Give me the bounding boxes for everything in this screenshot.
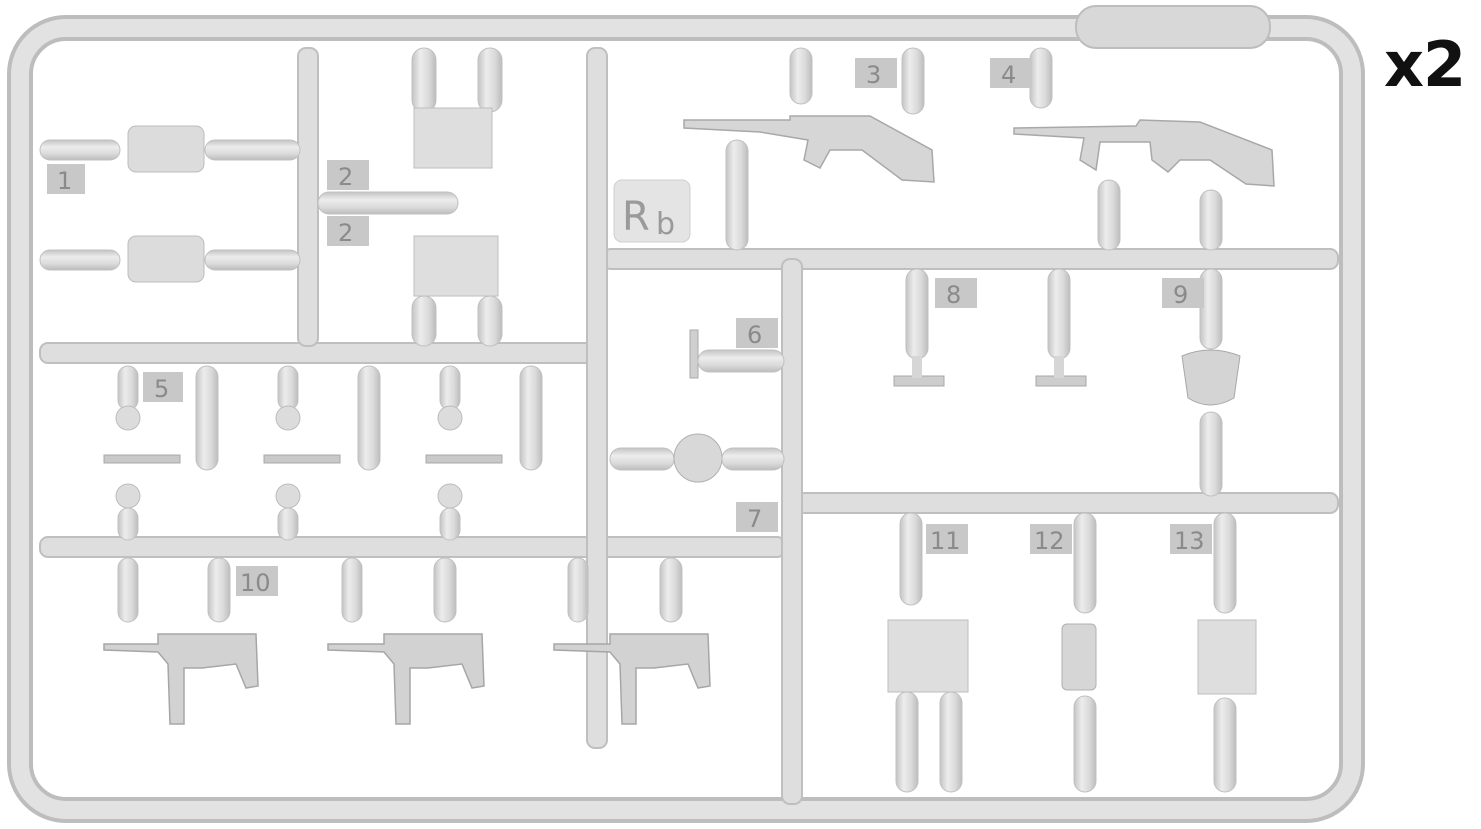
part-10-piece-b [327, 557, 485, 725]
part-5-group: 5 [103, 365, 543, 541]
part-number-2a: 2 [338, 163, 353, 191]
part-7-group: 7 [609, 433, 785, 533]
sprue-code-main: R [622, 194, 650, 240]
part-13-group: 13 [1170, 512, 1257, 793]
part-number-2b: 2 [338, 219, 353, 247]
part-1-group: 1 [39, 125, 301, 283]
part-number-8: 8 [946, 281, 961, 309]
quantity-label: x2 [1384, 28, 1466, 101]
part-number-11: 11 [930, 527, 961, 555]
part-6-group: 6 [689, 318, 785, 379]
part-5-piece-b [263, 365, 381, 541]
sprue-code-tag: R b [613, 179, 691, 243]
part-number-6: 6 [747, 321, 762, 349]
part-10-group: 10 [103, 557, 711, 725]
part-11-group: 11 [887, 512, 969, 793]
part-2-group: 2 2 [317, 47, 503, 347]
part-number-5: 5 [154, 375, 169, 403]
part-12-group: 12 [1030, 512, 1097, 793]
part-number-1: 1 [57, 167, 72, 195]
part-number-13: 13 [1174, 527, 1205, 555]
part-8-group: 8 [893, 268, 1087, 387]
part-9-group: 9 [1162, 268, 1241, 497]
part-4-group: 4 [990, 47, 1275, 251]
part-5-piece-c [425, 365, 543, 541]
part-number-12: 12 [1034, 527, 1065, 555]
outer-frame [7, 5, 1365, 823]
part-number-10: 10 [240, 569, 271, 597]
part-5-piece-a [103, 365, 219, 541]
part-3-group: 3 [683, 47, 935, 251]
part-number-7: 7 [747, 505, 762, 533]
part-10-piece-a [103, 557, 259, 725]
part-number-4: 4 [1001, 61, 1016, 89]
sprue-code-sub: b [656, 207, 675, 242]
part-10-piece-c [553, 557, 711, 725]
part-number-3: 3 [866, 61, 881, 89]
frame-handle [1075, 5, 1271, 49]
part-number-9: 9 [1173, 281, 1188, 309]
internal-runners [39, 47, 1339, 805]
